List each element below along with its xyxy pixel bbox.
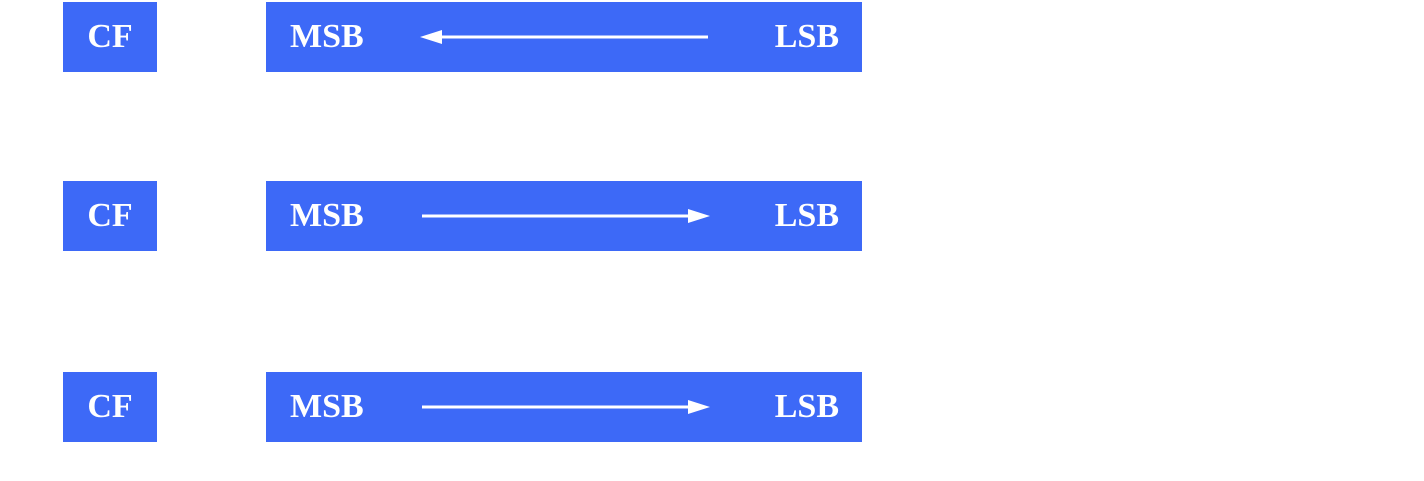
msb-label: MSB — [290, 197, 364, 234]
arrow-right-icon — [422, 209, 710, 223]
register-box: MSB LSB — [266, 181, 862, 251]
register-box: MSB LSB — [266, 2, 862, 72]
carry-flag-label: CF — [87, 197, 133, 234]
carry-flag-label: CF — [87, 388, 133, 425]
carry-flag-box: CF — [63, 372, 157, 442]
arrow-right-icon — [422, 400, 710, 414]
lsb-label: LSB — [774, 388, 839, 425]
carry-flag-label: CF — [87, 18, 133, 55]
carry-flag-box: CF — [63, 181, 157, 251]
carry-flag-box: CF — [63, 2, 157, 72]
msb-label: MSB — [290, 18, 364, 55]
register-box: MSB LSB — [266, 372, 862, 442]
arrow-left-icon — [420, 30, 708, 44]
arrow-head — [688, 400, 710, 414]
shift-row-2: CF MSB LSB — [0, 181, 900, 251]
lsb-label: LSB — [774, 18, 839, 55]
msb-label: MSB — [290, 388, 364, 425]
shift-row-1: CF MSB LSB — [0, 2, 900, 72]
arrow-head — [420, 30, 442, 44]
lsb-label: LSB — [774, 197, 839, 234]
shift-row-3: CF MSB LSB — [0, 372, 900, 442]
arrow-head — [688, 209, 710, 223]
